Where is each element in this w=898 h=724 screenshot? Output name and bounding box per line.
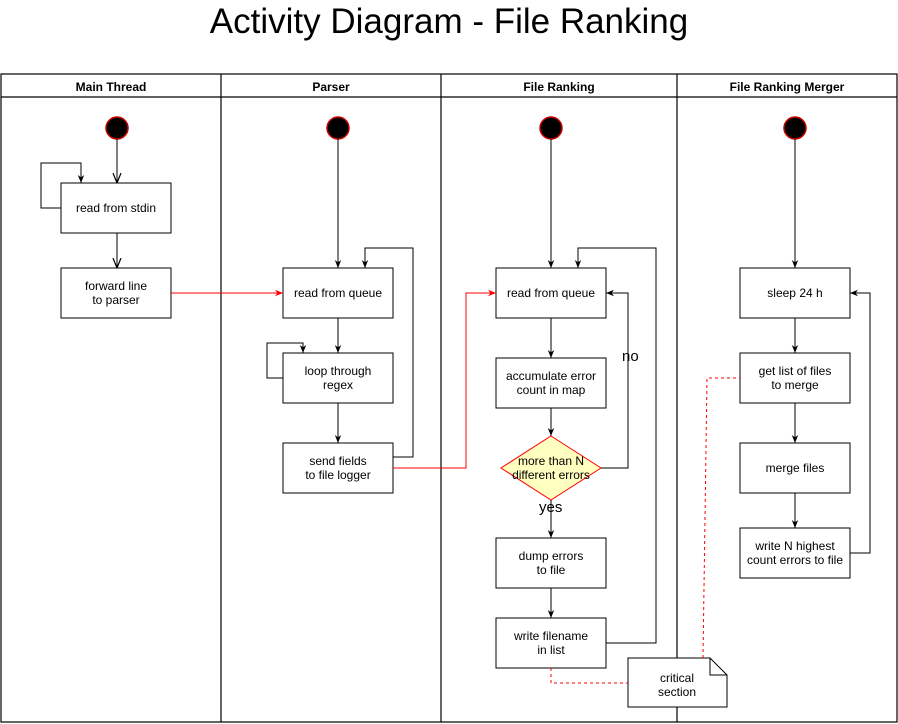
label-accumulate-2: count in map — [517, 383, 586, 397]
start-node-file-ranking-merger — [783, 116, 807, 140]
label-accumulate-1: accumulate error — [506, 369, 596, 383]
node-forward-line — [60, 267, 172, 319]
node-get-list-of-files — [739, 352, 851, 404]
edge-label-no: no — [622, 348, 639, 365]
start-node-main-thread — [105, 116, 129, 140]
label-decision-2: different errors — [512, 468, 590, 482]
label-get-files-2: to merge — [771, 378, 819, 392]
label-send-fields-1: send fields — [309, 454, 366, 468]
edge-read-stdin-loop — [40, 162, 85, 209]
label-forward-line-1: forward line — [85, 279, 147, 293]
label-get-files-1: get list of files — [759, 364, 832, 378]
label-send-fields-2: to file logger — [305, 468, 370, 482]
label-read-from-stdin: read from stdin — [76, 201, 156, 215]
node-dump-errors — [495, 537, 607, 589]
node-read-from-stdin — [60, 182, 172, 234]
label-sleep: sleep 24 h — [767, 286, 822, 300]
label-ranking-read-queue: read from queue — [507, 286, 595, 300]
label-write-highest-2: count errors to file — [747, 553, 843, 567]
label-loop-regex-2: regex — [323, 378, 353, 392]
label-note-1: critical — [660, 671, 694, 685]
label-parser-read-queue: read from queue — [294, 286, 382, 300]
lane-header-file-ranking: File Ranking — [523, 80, 594, 94]
edge-decision-no — [601, 289, 629, 469]
label-merge-files: merge files — [766, 461, 825, 475]
node-accumulate-errors — [495, 357, 607, 409]
note-link-write-filename — [550, 668, 628, 684]
note-link-get-files — [702, 377, 740, 659]
edge-send-to-ranking — [393, 289, 496, 469]
label-note-2: section — [658, 685, 696, 699]
label-write-highest-1: write N highest — [754, 539, 835, 553]
lane-header-parser: Parser — [312, 80, 350, 94]
start-node-parser — [326, 116, 350, 140]
label-dump-errors-1: dump errors — [519, 549, 584, 563]
node-send-fields — [282, 442, 394, 494]
swimlane-frame — [0, 73, 898, 723]
label-loop-regex-1: loop through — [305, 364, 372, 378]
label-dump-errors-2: to file — [537, 563, 566, 577]
diagram-title: Activity Diagram - File Ranking — [209, 2, 689, 41]
note-fold — [709, 658, 727, 676]
label-decision-1: more than N — [518, 454, 584, 468]
edge-write-back-to-read — [574, 247, 657, 644]
lane-header-main-thread: Main Thread — [76, 80, 147, 94]
label-write-filename-2: in list — [537, 643, 565, 657]
label-forward-line-2: to parser — [92, 293, 139, 307]
edge-regex-self-loop — [266, 342, 307, 379]
node-sleep — [739, 267, 851, 319]
edge-write-back-to-sleep — [850, 289, 871, 554]
swimlanes — [0, 73, 898, 723]
lane-header-file-ranking-merger: File Ranking Merger — [730, 80, 845, 94]
note-critical-section — [627, 657, 728, 708]
edge-send-back-to-read — [361, 247, 414, 458]
label-write-filename-1: write filename — [513, 629, 588, 643]
start-node-file-ranking — [539, 116, 563, 140]
edge-label-yes: yes — [539, 499, 562, 516]
